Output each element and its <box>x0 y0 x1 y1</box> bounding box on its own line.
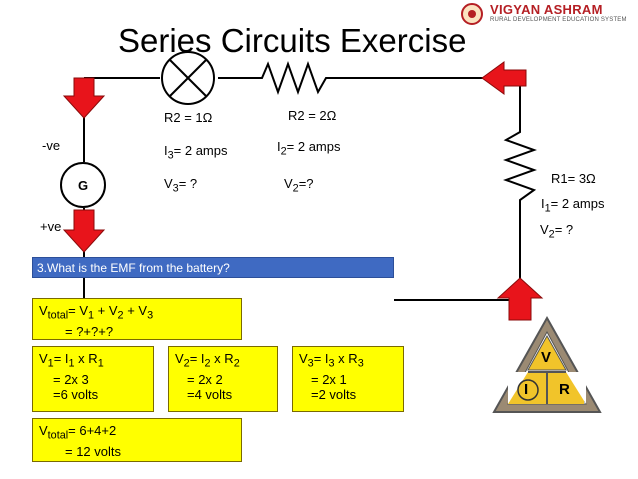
logo-tagline: RURAL DEVELOPMENT EDUCATION SYSTEM <box>490 17 627 23</box>
calc-v2-result: =4 volts <box>187 386 233 402</box>
arrow-down-bottom-left <box>62 209 106 253</box>
galvanometer-label: G <box>77 177 89 193</box>
vtotal-formula-line1: Vtotal= V1 + V2 + V3 <box>39 303 154 322</box>
resistor1-voltage-label: V2= ? <box>540 222 574 241</box>
calc-v3-substitution: = 2x 1 <box>311 371 347 387</box>
galvanometer: G <box>60 162 106 208</box>
calc-v2-formula: V2= I2 x R2 <box>175 351 240 370</box>
bulb-symbol <box>161 51 215 105</box>
negative-terminal-label: -ve <box>42 138 61 153</box>
resistor2-resistance-label: R2 = 2Ω <box>288 108 337 123</box>
calc-v3-result: =2 volts <box>311 386 357 402</box>
calc-v1-substitution: = 2x 3 <box>53 371 89 387</box>
vir-triangle <box>492 315 602 413</box>
triangle-v-label: V <box>541 349 552 366</box>
arrow-up-bottom-right <box>496 277 544 321</box>
calc-v1-result: =6 volts <box>53 386 99 402</box>
vtotal-formula-line2: = ?+?+? <box>65 323 114 339</box>
total-voltage-result: = 12 volts <box>65 443 122 459</box>
bulb-voltage-label: V3= ? <box>164 176 198 195</box>
logo-emblem-icon <box>461 3 483 25</box>
current-arrows <box>62 61 544 321</box>
total-voltage-box: Vtotal= 6+4+2 = 12 volts <box>32 418 242 462</box>
page-title: Series Circuits Exercise <box>118 22 467 59</box>
calc-v2-substitution: = 2x 2 <box>187 371 223 387</box>
calc-box-v1: V1= I1 x R1 = 2x 3 =6 volts <box>32 346 154 412</box>
total-voltage-formula: Vtotal= 6+4+2 <box>39 423 117 442</box>
calc-v3-formula: V3= I3 x R3 <box>299 351 364 370</box>
bulb-resistance-label: R2 = 1Ω <box>164 110 213 125</box>
calc-box-v3: V3= I3 x R3 = 2x 1 =2 volts <box>292 346 404 412</box>
arrow-down-top-left <box>62 77 106 119</box>
bulb-current-label: I3= 2 amps <box>164 143 228 162</box>
triangle-i-label: I <box>524 381 529 398</box>
resistor2-current-label: I2= 2 amps <box>277 139 341 158</box>
calc-box-v2: V2= I2 x R2 = 2x 2 =4 volts <box>168 346 278 412</box>
resistor2-voltage-label: V2=? <box>284 176 314 195</box>
logo-name: VIGYAN ASHRAM <box>490 2 603 17</box>
resistor1-current-label: I1= 2 amps <box>541 196 605 215</box>
resistor-r1-symbol <box>503 124 537 212</box>
positive-terminal-label: +ve <box>40 219 62 234</box>
triangle-r-label: R <box>559 381 570 398</box>
resistor-r2-symbol <box>232 61 350 95</box>
resistor1-resistance-label: R1= 3Ω <box>551 171 596 186</box>
arrow-left-top-right <box>481 61 527 95</box>
calc-v1-formula: V1= I1 x R1 <box>39 351 104 370</box>
vtotal-formula-box: Vtotal= V1 + V2 + V3 = ?+?+? <box>32 298 242 340</box>
question-banner: 3.What is the EMF from the battery? <box>32 257 394 278</box>
